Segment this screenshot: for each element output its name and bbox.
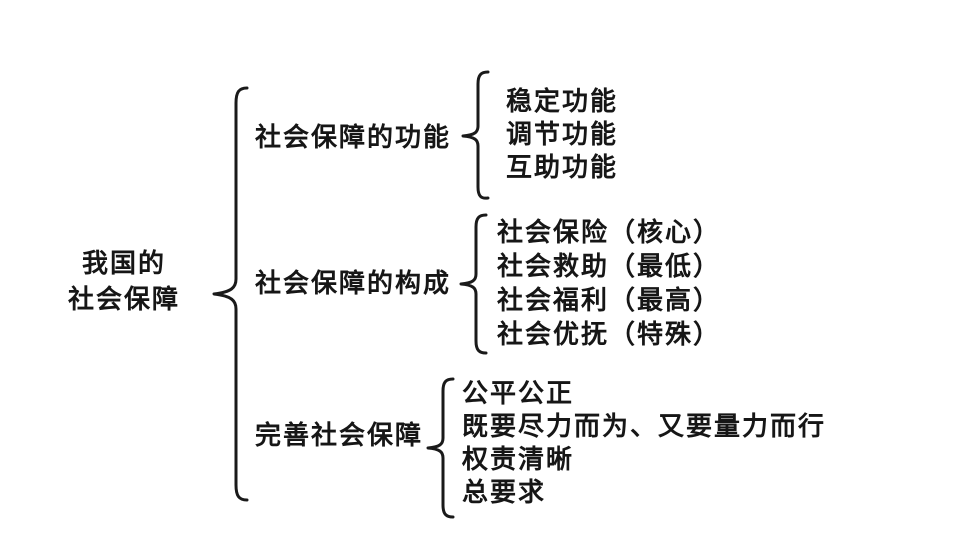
branch-label-functions: 社会保障的功能 (255, 123, 452, 153)
root-label-line1: 我国的 (81, 249, 166, 279)
branch-2-items: 社会保险（核心） 社会救助（最低） 社会福利（最高） 社会优抚（特殊） (497, 216, 721, 352)
branch-3-items: 公平公正 既要尽力而为、又要量力而行 权责清晰 总要求 (462, 378, 826, 510)
item-label: 社会优抚（特殊） (497, 320, 722, 350)
item-label: 社会保险（核心） (497, 218, 722, 248)
main-brace (212, 86, 249, 502)
item-label: 调节功能 (506, 120, 619, 150)
item-label: 互助功能 (506, 153, 619, 183)
item-label: 权责清晰 (462, 445, 575, 475)
item-label: 社会救助（最低） (497, 252, 722, 282)
item-label: 稳定功能 (506, 87, 619, 117)
branch-2-brace (459, 213, 488, 355)
item-label: 既要尽力而为、又要量力而行 (462, 412, 827, 442)
branch-1-brace (461, 70, 490, 200)
branch-label-improvement: 完善社会保障 (255, 421, 424, 451)
branch-label-composition: 社会保障的构成 (255, 269, 452, 299)
item-label: 总要求 (462, 478, 547, 508)
branch-1-items: 稳定功能 调节功能 互助功能 (506, 86, 618, 185)
item-label: 公平公正 (462, 379, 575, 409)
branch-3-brace (426, 377, 455, 519)
root-label-line2: 社会保障 (67, 285, 180, 315)
root-label: 我国的 社会保障 (40, 246, 208, 318)
item-label: 社会福利（最高） (497, 286, 722, 316)
